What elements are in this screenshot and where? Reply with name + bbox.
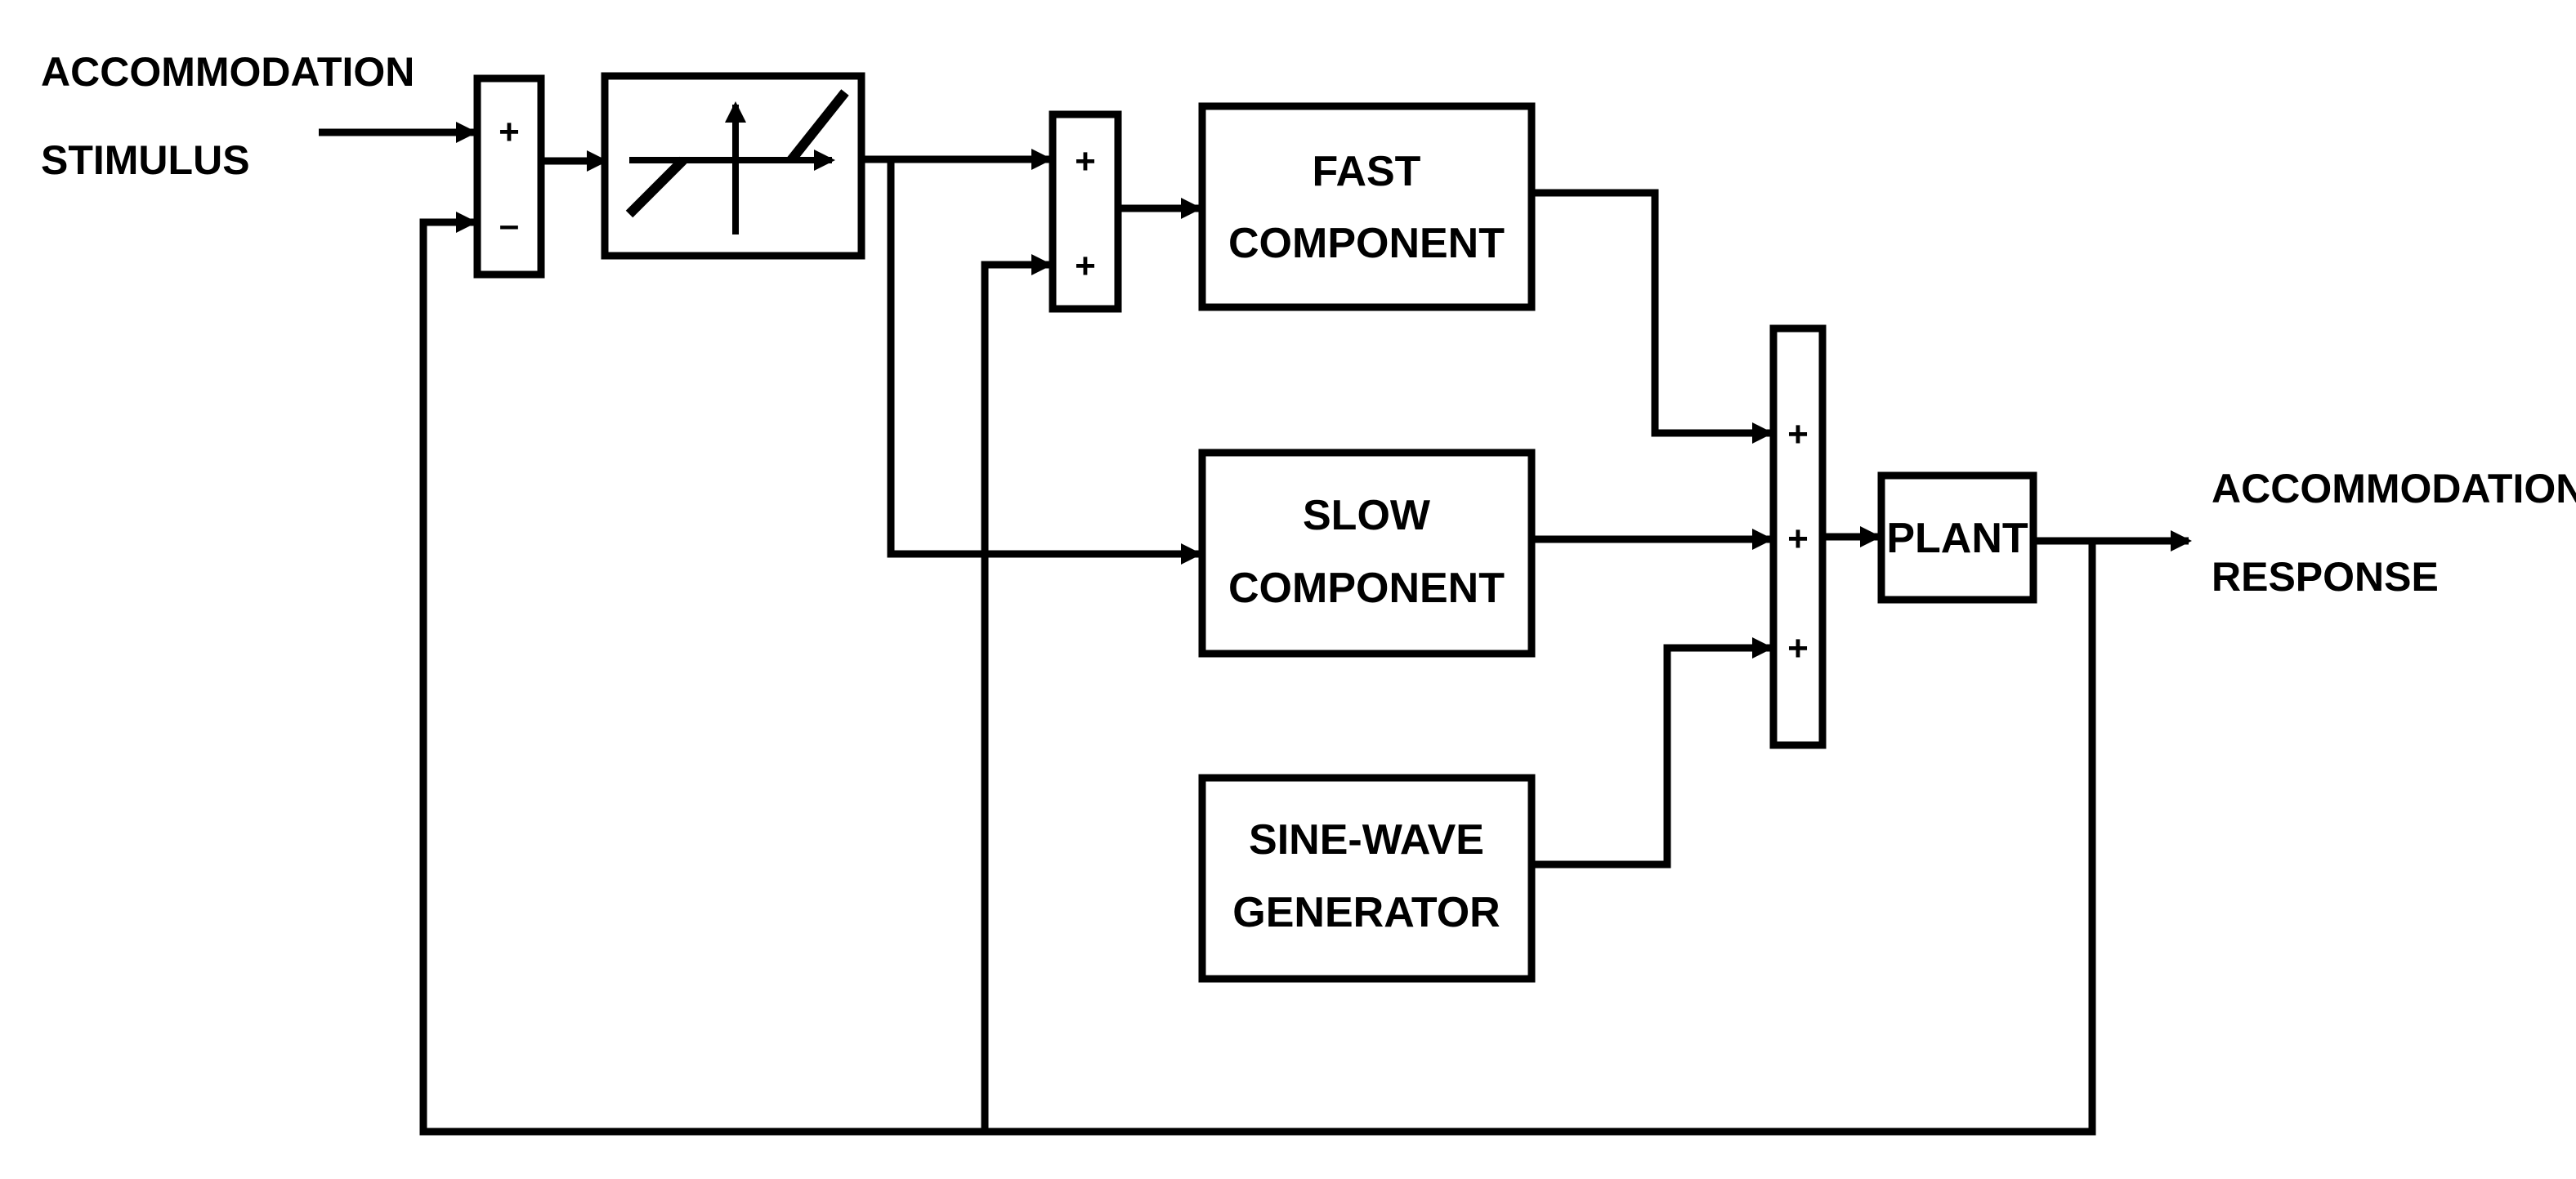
branch-to-slow-arrow [887,159,1202,565]
summing-junction-3 [1769,324,1827,749]
feedback-to-sum1-arrow [419,212,2096,1136]
sum3-plus-sign-top: + [1787,414,1809,454]
sine-generator-label-line1: SINE-WAVE [1249,816,1484,864]
slow-component-label-line2: COMPONENT [1228,565,1505,612]
input-label-line1: ACCOMMODATION [41,49,414,95]
slow-component-block [1198,449,1536,658]
input-label-line2: STIMULUS [41,137,250,183]
sum1-plus-sign: + [499,112,520,152]
plant-block [1877,471,2037,604]
sine-wave-generator-block [1198,774,1536,983]
sum3-plus-sign-middle: + [1787,519,1809,559]
feedback-to-sum2-arrow [981,254,1053,1132]
plant-label: PLANT [1886,515,2028,562]
fast-component-block [1198,102,1536,311]
sum2-plus-sign-top: + [1075,141,1096,181]
sine-generator-label-line2: GENERATOR [1232,889,1500,936]
output-label-line1: ACCOMMODATION [2212,466,2576,511]
sum2-plus-sign-bottom: + [1075,246,1096,286]
fast-to-sum3-arrow [1533,189,1773,444]
fast-component-label-line1: FAST [1313,148,1421,195]
summing-junction-2 [1049,110,1122,313]
dead-zone-symbol [625,89,849,234]
sum3-plus-sign-bottom: + [1787,628,1809,668]
summing-junction-1 [473,74,545,279]
sum1-minus-sign: – [499,205,519,245]
output-label-line2: RESPONSE [2212,554,2439,600]
fast-component-label-line2: COMPONENT [1228,220,1505,267]
sine-to-sum3-arrow [1533,637,1773,869]
slow-component-label-line1: SLOW [1303,492,1431,539]
